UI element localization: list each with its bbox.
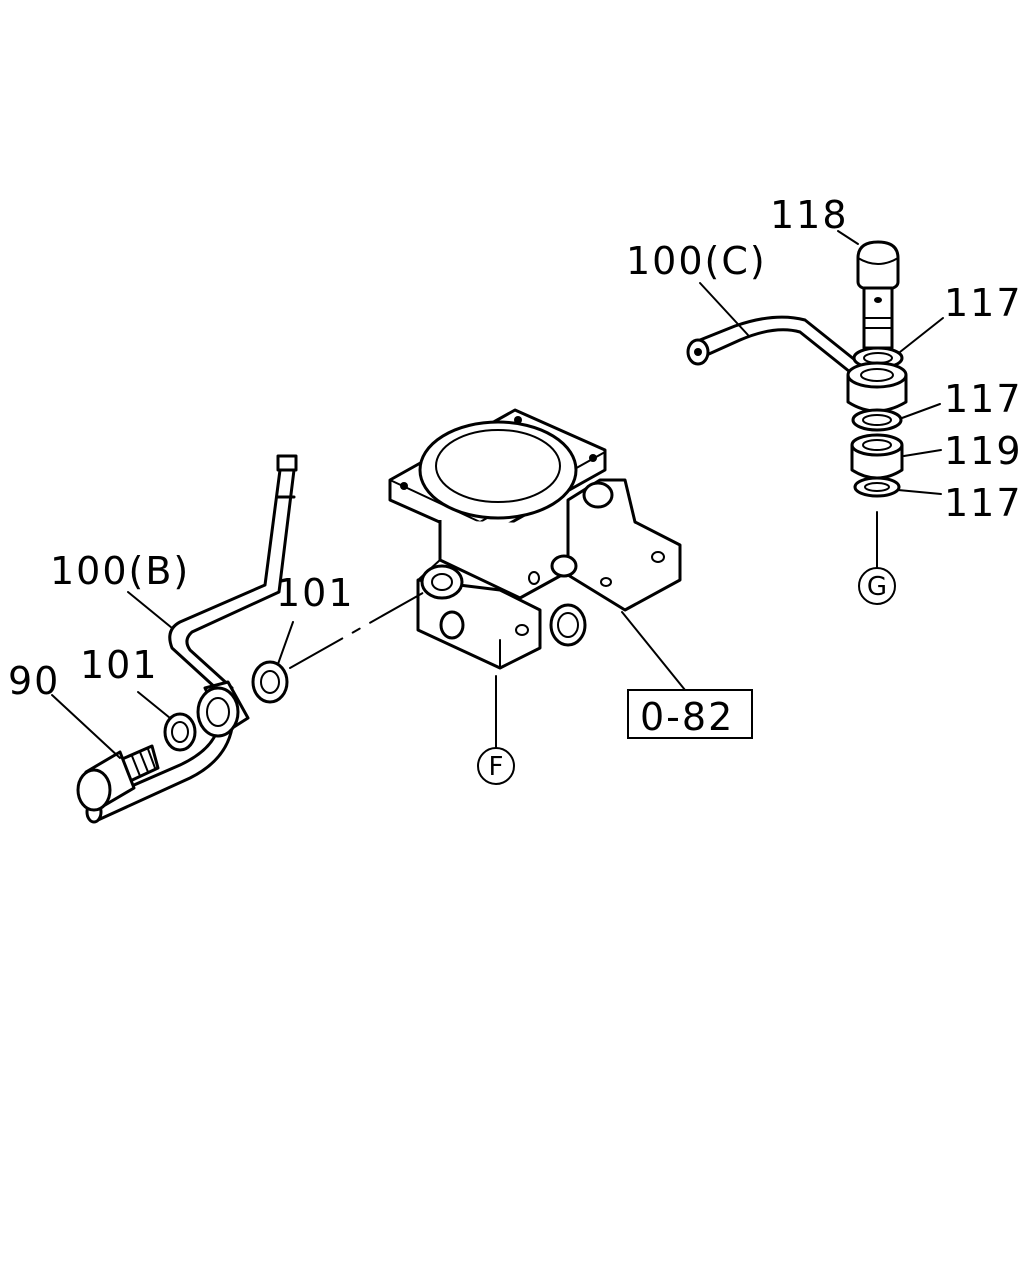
washer-117-middle: [851, 408, 903, 432]
circle-f: F: [477, 747, 515, 785]
label-117-middle: 117: [944, 377, 1023, 421]
leaders-right: [699, 230, 944, 569]
leaders-left: [51, 591, 294, 759]
ref-box-0-82: 0-82: [627, 689, 753, 739]
label-118: 118: [770, 193, 849, 237]
washer-101-left: [163, 712, 197, 752]
label-119: 119: [944, 429, 1023, 473]
circle-g: G: [858, 567, 896, 605]
label-90: 90: [8, 659, 60, 703]
banjo-bolt-90: [76, 744, 160, 812]
leaders-center: [495, 611, 686, 749]
label-117-top: 117: [944, 281, 1023, 325]
svg-text:G: G: [867, 572, 887, 602]
label-100b: 100(B): [50, 549, 190, 593]
label-101-right: 101: [276, 571, 355, 615]
label-100c: 100(C): [626, 239, 767, 283]
label-101-left: 101: [80, 643, 159, 687]
pipe-100c: [686, 315, 857, 374]
banjo-bolt-118: [856, 240, 900, 350]
alignment-line: [289, 589, 429, 669]
washer-101-right: [251, 660, 289, 704]
svg-text:F: F: [489, 752, 504, 782]
valve-body: [388, 408, 682, 670]
banjo-119: [850, 433, 904, 480]
inlet-port: [420, 564, 464, 600]
banjo-fitting-100b: [196, 680, 250, 738]
svg-text:0-82: 0-82: [640, 695, 734, 739]
banjo-fitting-100c: [846, 361, 908, 413]
label-117-bottom: 117: [944, 481, 1023, 525]
washer-117-bottom: [853, 476, 901, 498]
